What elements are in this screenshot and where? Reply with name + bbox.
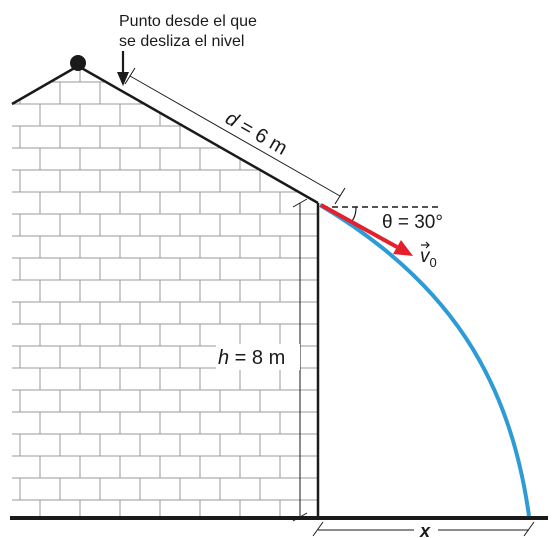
start-pointer-arrowhead <box>117 72 129 86</box>
distance-dimension <box>124 67 346 205</box>
angle-label: θ = 30° <box>382 212 443 233</box>
height-label-bg <box>216 344 300 370</box>
roof-peak-knob <box>70 55 86 71</box>
range-label: x <box>419 521 431 538</box>
velocity-vector-arrowhead <box>393 240 413 256</box>
height-label: h = 8 m <box>218 347 285 369</box>
brick-wall <box>12 66 318 518</box>
velocity-vector-shaft <box>320 203 398 249</box>
velocity-vector-mark <box>421 241 430 249</box>
velocity-label: v0 <box>420 246 437 270</box>
annotation-line-2: se desliza el nivel <box>119 33 244 50</box>
distance-label: d = 6 m <box>222 107 291 159</box>
range-dimension <box>312 521 535 537</box>
trajectory-curve <box>318 203 531 517</box>
annotation-line-1: Punto desde el que <box>119 13 257 30</box>
